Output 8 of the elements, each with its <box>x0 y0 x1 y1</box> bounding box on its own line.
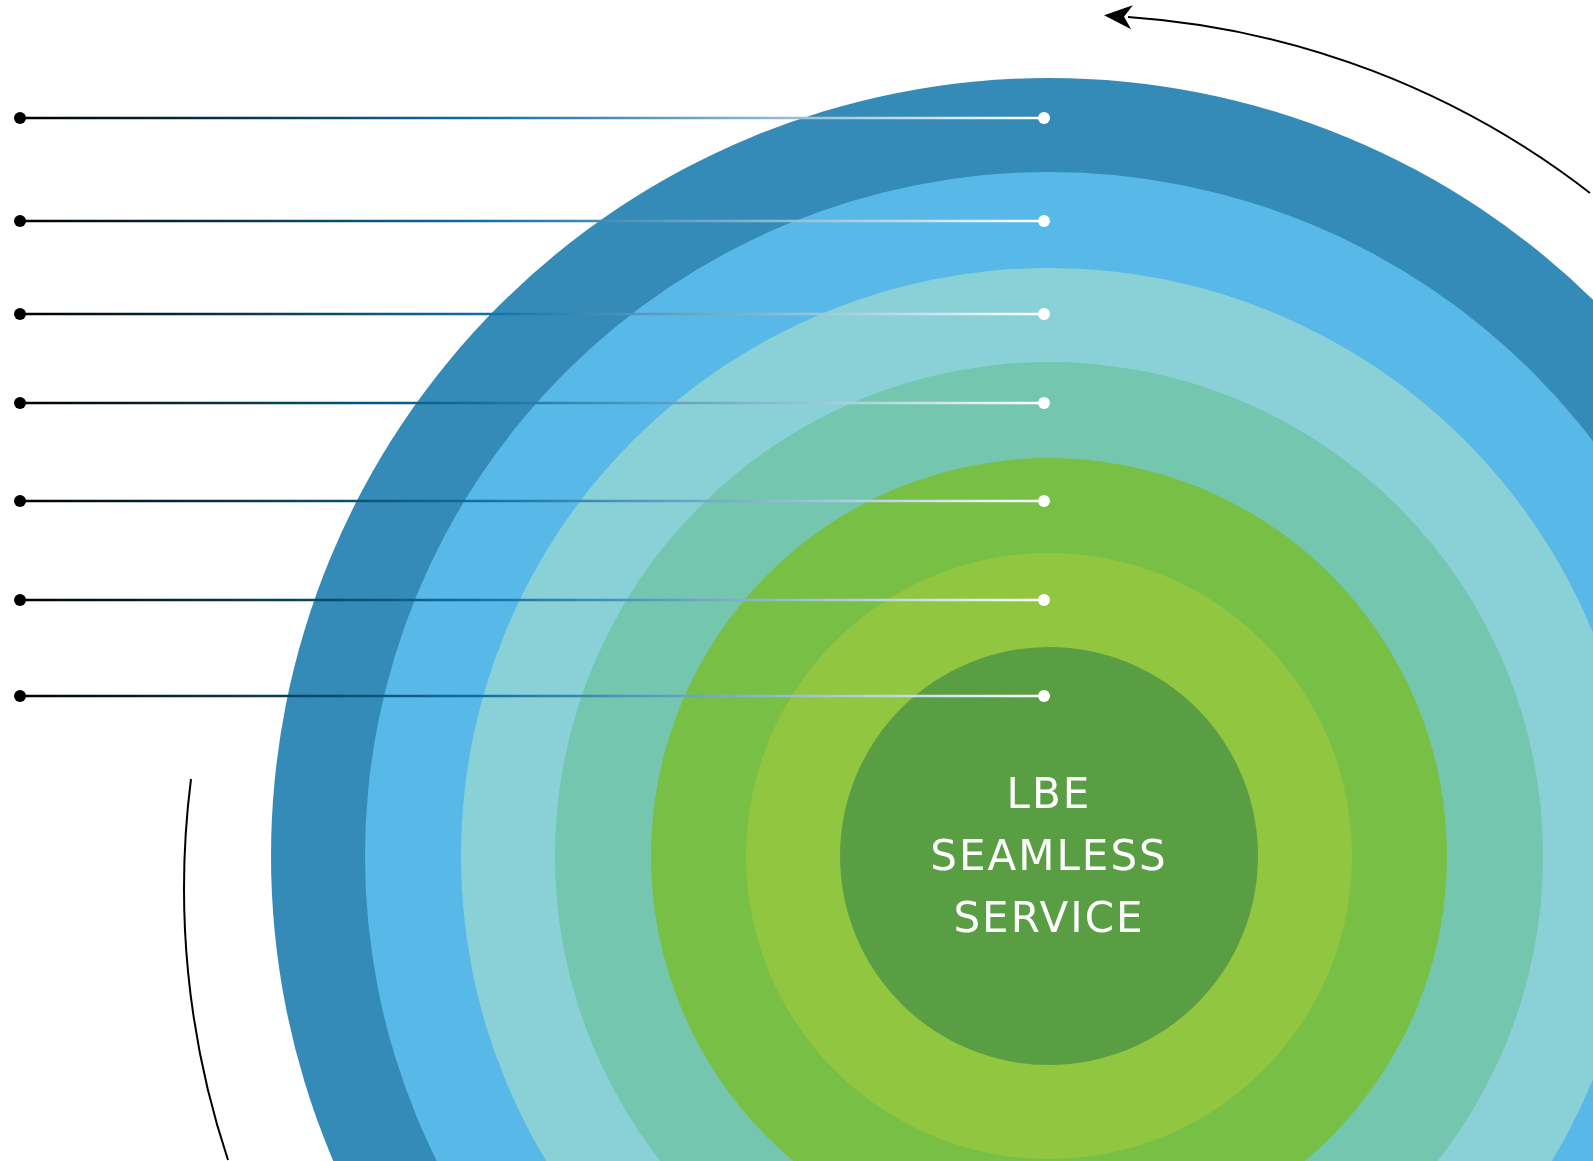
leader-line <box>14 112 1050 124</box>
leader-line <box>14 594 1050 606</box>
leader-line <box>14 397 1050 409</box>
center-label: LBE SEAMLESS SERVICE <box>930 768 1168 944</box>
leader-line <box>14 215 1050 227</box>
leader-line <box>14 690 1050 702</box>
leader-line <box>14 495 1050 507</box>
leader-line <box>14 308 1050 320</box>
